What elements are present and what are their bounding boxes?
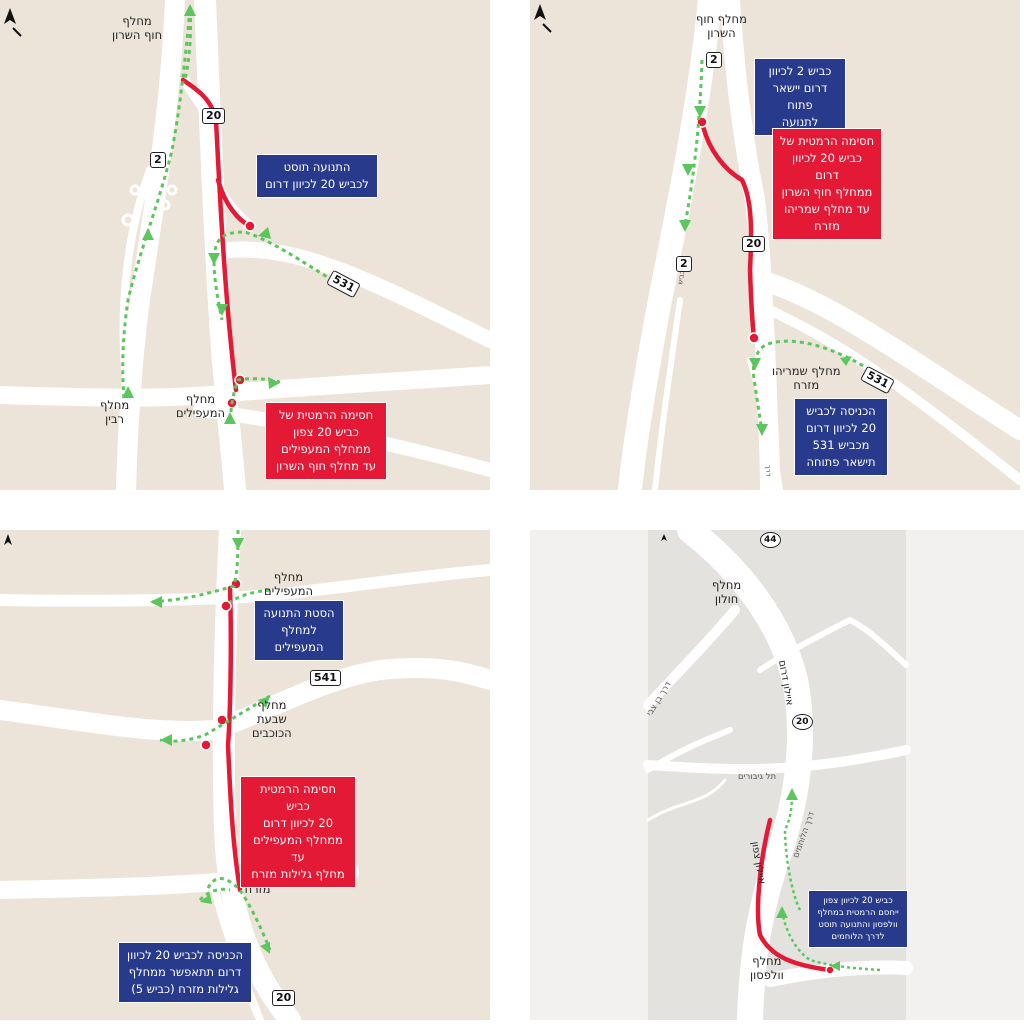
- map-panel-north-closure: מחלף חוף השרון מחלף רבין מחלף המעפילים 2…: [0, 0, 490, 490]
- shield-route-20: 20: [272, 990, 296, 1006]
- callout-wolfson-closure: כביש 20 לכיוון צפון ייחסם הרמטית במחלף ו…: [808, 890, 908, 948]
- label-hof-hasharon: מחלף חוף השרון: [112, 14, 163, 42]
- label-haapilim: מחלף המעפילים: [176, 392, 226, 420]
- map-graphic: [0, 0, 490, 490]
- map-panel-glilot-closure: מחלף המעפילים מחלף שבעת הכוכבים מחלף גלי…: [0, 530, 490, 1020]
- north-arrow-icon: [4, 8, 22, 37]
- detour-arrow-icons: [776, 788, 840, 971]
- map-panel-south-closure: כביש דרך מחלף חוף השרון מחלף שמריהו מזרח…: [530, 0, 1020, 490]
- callout-closure-north: חסימה הרמטית של כביש 20 צפון ממחלף המעפי…: [265, 402, 387, 480]
- detour-arrow-icons: [679, 106, 852, 436]
- shield-route-44: 44: [760, 532, 781, 548]
- label-shivat-hakochavim: מחלף שבעת הכוכבים: [252, 698, 292, 740]
- closure-line: [180, 77, 239, 393]
- map-graphic: [0, 530, 490, 1020]
- map-graphic: [530, 530, 1024, 1020]
- callout-closure-south: חסימה הרמטית של כביש 20 לכיוון דרום ממחל…: [772, 128, 882, 240]
- shield-route-2: 2: [150, 152, 166, 168]
- label-wolfson: מחלף וולפסון: [750, 954, 784, 982]
- street-label-text: דרך: [764, 465, 772, 477]
- label-shmaryahu-east: מחלף שמריהו מזרח: [772, 364, 841, 392]
- closure-line: [699, 119, 757, 341]
- label-haapilim: מחלף המעפילים: [264, 570, 314, 598]
- shield-route-20: 20: [742, 236, 766, 252]
- street-label-text: כביש: [676, 270, 686, 286]
- detour-arrow-icons: [122, 4, 280, 424]
- shield-route-20: 20: [202, 108, 226, 124]
- north-arrow-icon: [534, 4, 552, 33]
- callout-closure-glilot: חסימה הרמטית כביש 20 לכיוון דרום ממחלף ה…: [240, 776, 356, 888]
- shield-route-541: 541: [310, 670, 341, 686]
- callout-entry-glilot: הכניסה לכביש 20 לכיוון דרום תתאפשר ממחלף…: [118, 942, 252, 1003]
- closure-line: [755, 817, 833, 973]
- shield-route-2-top: 2: [706, 52, 722, 68]
- street-tel-giborim: תל גיבורים: [738, 772, 777, 782]
- callout-entry-531-open: הכניסה לכביש 20 לכיוון דרום מכביש 531 תי…: [794, 398, 888, 476]
- north-arrow-icon: [4, 534, 12, 545]
- map-graphic: כביש דרך: [534, 0, 1020, 490]
- detour-arrow-icons: [150, 538, 270, 954]
- shield-route-20: 20: [792, 714, 813, 730]
- closure-line: [225, 585, 243, 893]
- north-arrow-icon: [661, 534, 667, 541]
- callout-route2-open: כביש 2 לכיוון דרום יישאר פתוח לתנועה: [754, 58, 846, 136]
- callout-detour-south: התנועה תוסט לכביש 20 לכיוון דרום: [256, 154, 378, 198]
- callout-divert-haapilim: הסטת התנועה למחלף המעפילים: [254, 600, 344, 661]
- label-holon: מחלף חולון: [712, 578, 742, 606]
- map-panel-wolfson-closure: מחלף חולון מחלף וולפסון איילון דרום אייל…: [530, 530, 1024, 1020]
- label-rabin: מחלף רבין: [100, 398, 130, 426]
- closure-marker-icons: [200, 578, 242, 751]
- shield-route-2-mid: 2: [676, 256, 692, 272]
- label-hof-hasharon: מחלף חוף השרון: [696, 12, 747, 40]
